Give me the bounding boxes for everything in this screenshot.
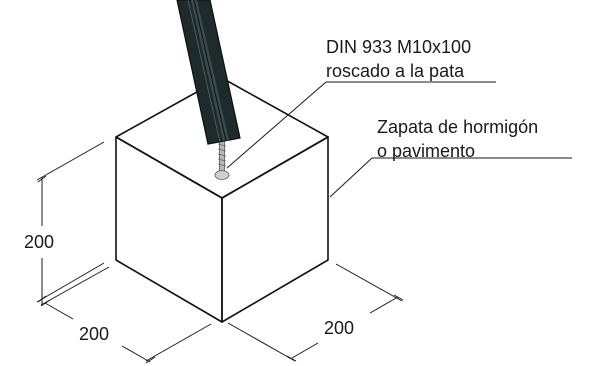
bolt-annotation: DIN 933 M10x100 roscado a la pata	[226, 37, 496, 169]
width-left-value: 200	[79, 324, 109, 344]
concrete-block	[115, 77, 329, 323]
bolt-label-line2: roscado a la pata	[326, 61, 465, 81]
block-left-face	[115, 136, 223, 323]
height-dimension: 200	[24, 141, 105, 305]
width-right-value: 200	[324, 318, 354, 338]
steel-post	[176, 0, 241, 145]
width-left-dimension: 200	[40, 266, 212, 364]
block-right-face	[221, 136, 329, 323]
footing-label-line1: Zapata de hormigón	[377, 117, 538, 137]
footing-label-line2: o pavimento	[377, 141, 475, 161]
height-value: 200	[24, 232, 54, 252]
bolt-label-line1: DIN 933 M10x100	[326, 37, 471, 57]
width-right-dimension: 200	[227, 263, 404, 362]
footing-annotation: Zapata de hormigón o pavimento	[329, 117, 572, 198]
threaded-bolt	[214, 139, 230, 180]
